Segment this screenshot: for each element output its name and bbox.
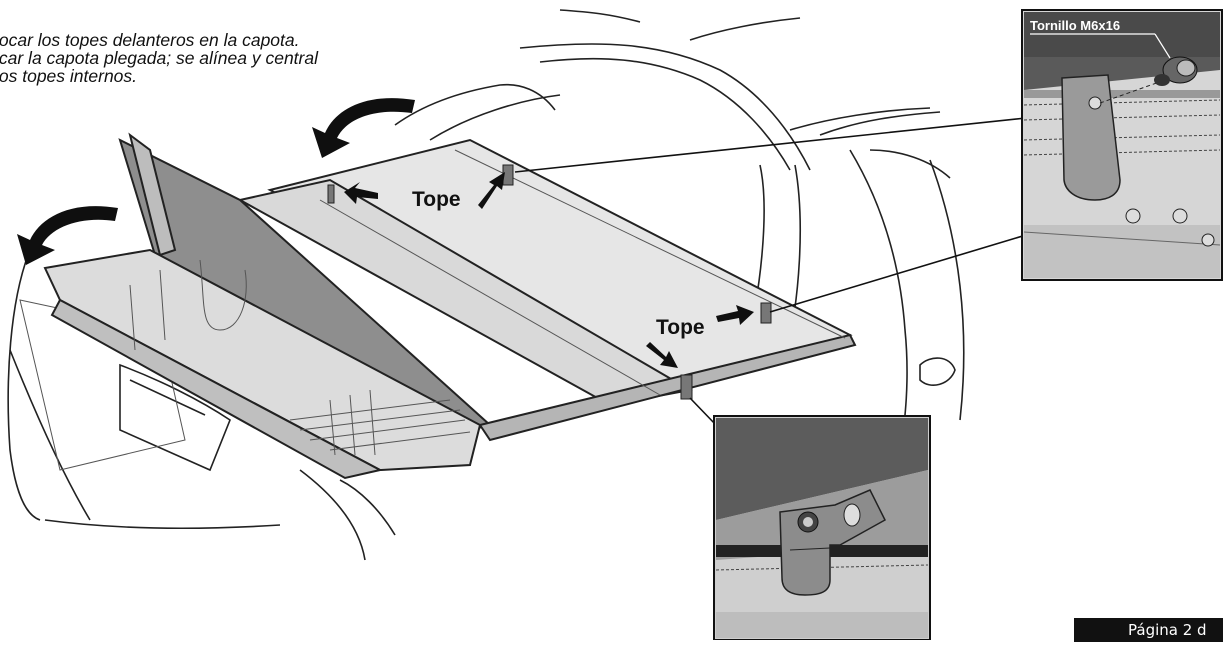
- leader-lines: [514, 117, 1027, 426]
- page-number: Página 2 d: [1128, 621, 1207, 639]
- page-footer: Página 2 d: [1074, 618, 1223, 642]
- fold-arrows: [17, 98, 415, 265]
- tope-label-lower: Tope: [656, 316, 705, 339]
- stop-marks: [327, 164, 772, 400]
- pointer-arrows: [344, 172, 754, 368]
- instruction-line-2: icar la capota plegada; se alínea y cent…: [0, 48, 318, 68]
- instruction-line-1: locar los topes delanteros en la capota.: [0, 30, 300, 50]
- screw-label: Tornillo M6x16: [1030, 18, 1121, 33]
- truck-outline: [7, 9, 965, 561]
- instruction-line-3: los topes internos.: [0, 66, 138, 86]
- cover-detail-lines: [129, 149, 846, 456]
- inset-screw-detail: [1021, 9, 1223, 281]
- instruction-text: locar los topes delanteros en la capota.…: [0, 31, 318, 85]
- tope-label-upper: Tope: [412, 188, 461, 211]
- cover-panel: [43, 132, 857, 480]
- inset-stop-detail: [713, 415, 931, 641]
